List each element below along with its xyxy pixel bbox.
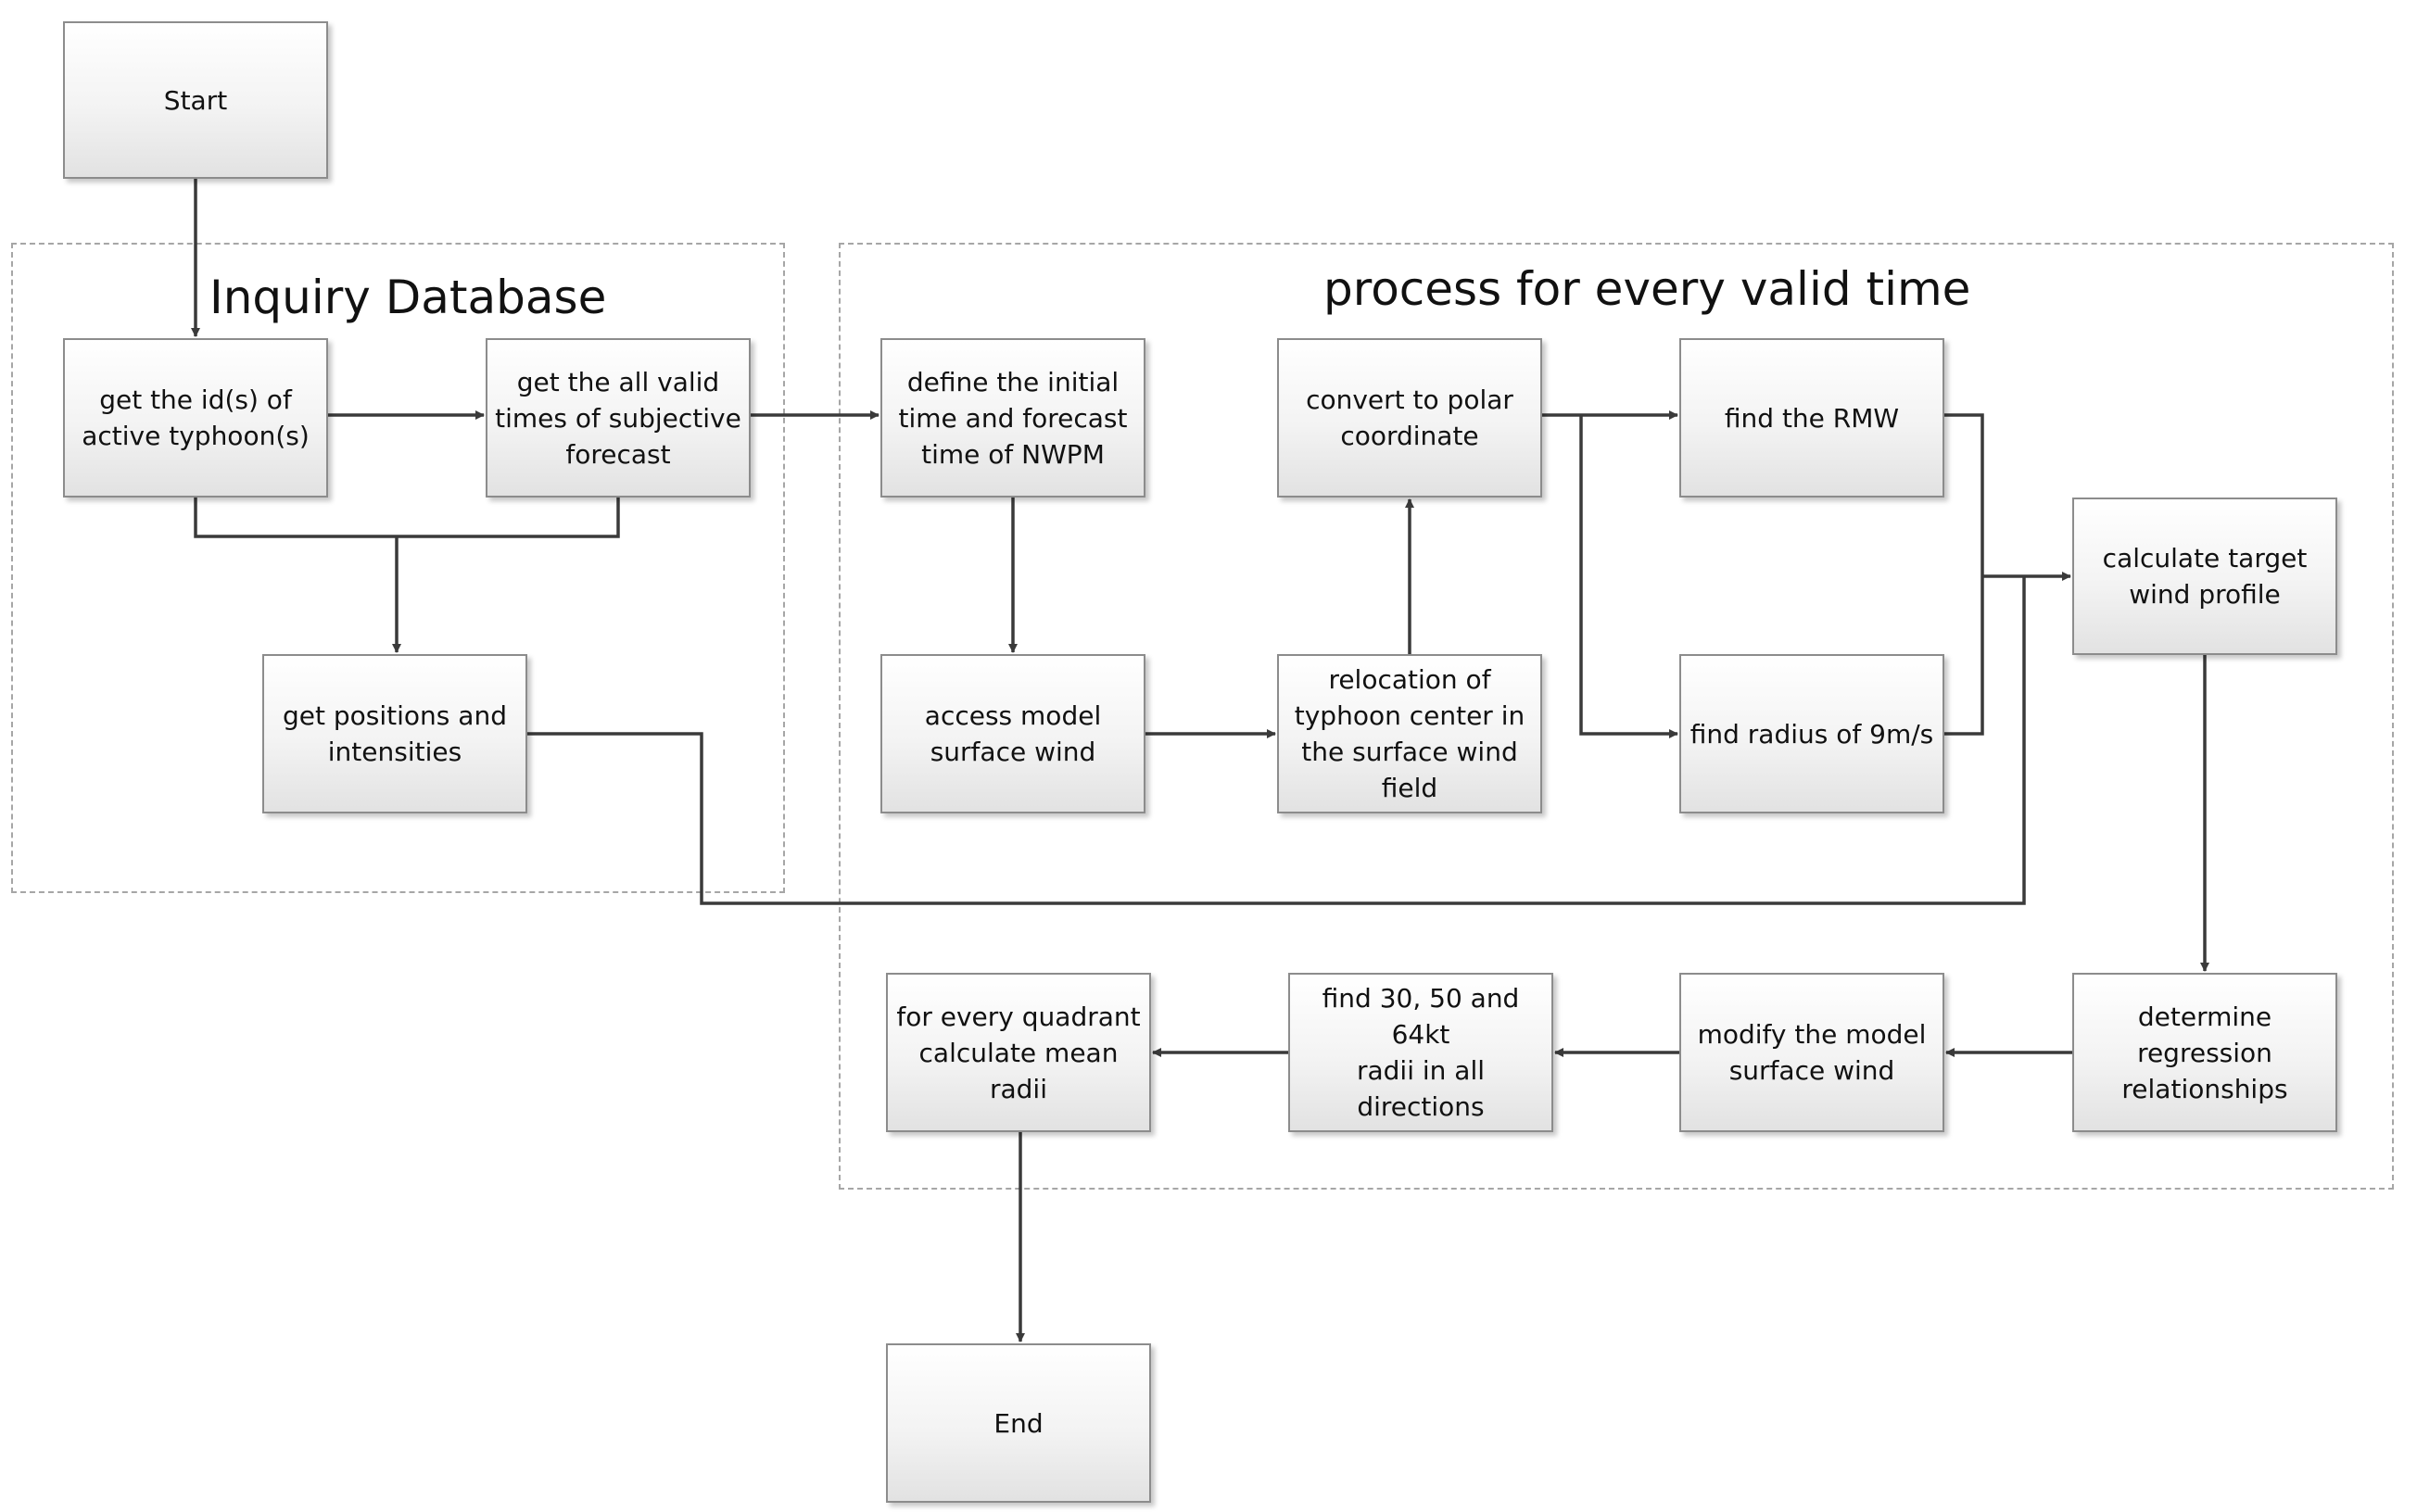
convert-polar-coordinate-node: convert to polar coordinate — [1277, 338, 1542, 498]
access-model-surface-wind-node: access model surface wind — [880, 654, 1145, 813]
end-node: End — [886, 1343, 1151, 1503]
calculate-mean-radii-label: for every quadrant calculate mean radii — [896, 1001, 1141, 1104]
find-radius-9ms-label: find radius of 9m/s — [1689, 718, 1934, 750]
get-positions-intensities-label: get positions and intensities — [283, 700, 507, 767]
modify-model-surface-wind-node: modify the model surface wind — [1679, 973, 1944, 1132]
connector-find-rmw-to-merge — [1944, 413, 1984, 576]
determine-regression-node: determine regression relationships — [2072, 973, 2337, 1132]
access-model-surface-wind-label: access model surface wind — [924, 700, 1102, 767]
end-label: End — [993, 1407, 1044, 1439]
connector-get-positions-to-calculate-target — [527, 576, 2026, 905]
define-initial-time-label: define the initial time and forecast tim… — [898, 366, 1128, 470]
find-radius-9ms-node: find radius of 9m/s — [1679, 654, 1944, 813]
convert-polar-coordinate-label: convert to polar coordinate — [1306, 384, 1513, 451]
find-rmw-node: find the RMW — [1679, 338, 1944, 498]
get-valid-times-label: get the all valid times of subjective fo… — [495, 366, 741, 470]
connector-convert-polar-to-find-radius — [1579, 415, 1678, 738]
calculate-target-wind-profile-label: calculate target wind profile — [2102, 543, 2308, 610]
determine-regression-label: determine regression relationships — [2121, 1001, 2288, 1104]
process-every-valid-time-title: process for every valid time — [1323, 262, 1971, 316]
relocation-typhoon-center-label: relocation of typhoon center in the surf… — [1294, 664, 1525, 803]
calculate-target-wind-profile-node: calculate target wind profile — [2072, 498, 2337, 655]
get-positions-intensities-node: get positions and intensities — [262, 654, 527, 813]
define-initial-time-node: define the initial time and forecast tim… — [880, 338, 1145, 498]
process-every-valid-time-group — [839, 243, 2394, 1190]
calculate-mean-radii-node: for every quadrant calculate mean radii — [886, 973, 1151, 1132]
relocation-typhoon-center-node: relocation of typhoon center in the surf… — [1277, 654, 1542, 813]
find-rmw-label: find the RMW — [1724, 402, 1900, 434]
start-label: Start — [163, 84, 228, 116]
modify-model-surface-wind-label: modify the model surface wind — [1697, 1019, 1927, 1086]
start-node: Start — [63, 21, 328, 179]
find-wind-radii-label: find 30, 50 and 64kt radii in all direct… — [1322, 983, 1520, 1122]
connector-get-ids-down — [194, 498, 397, 538]
connector-get-valid-times-down — [397, 498, 620, 538]
inquiry-database-title: Inquiry Database — [209, 271, 607, 324]
get-valid-times-node: get the all valid times of subjective fo… — [486, 338, 751, 498]
get-typhoon-ids-node: get the id(s) of active typhoon(s) — [63, 338, 328, 498]
connector-find-radius-to-merge — [1944, 576, 1984, 736]
get-typhoon-ids-label: get the id(s) of active typhoon(s) — [82, 384, 310, 451]
find-wind-radii-node: find 30, 50 and 64kt radii in all direct… — [1288, 973, 1553, 1132]
inquiry-database-group — [11, 243, 785, 893]
